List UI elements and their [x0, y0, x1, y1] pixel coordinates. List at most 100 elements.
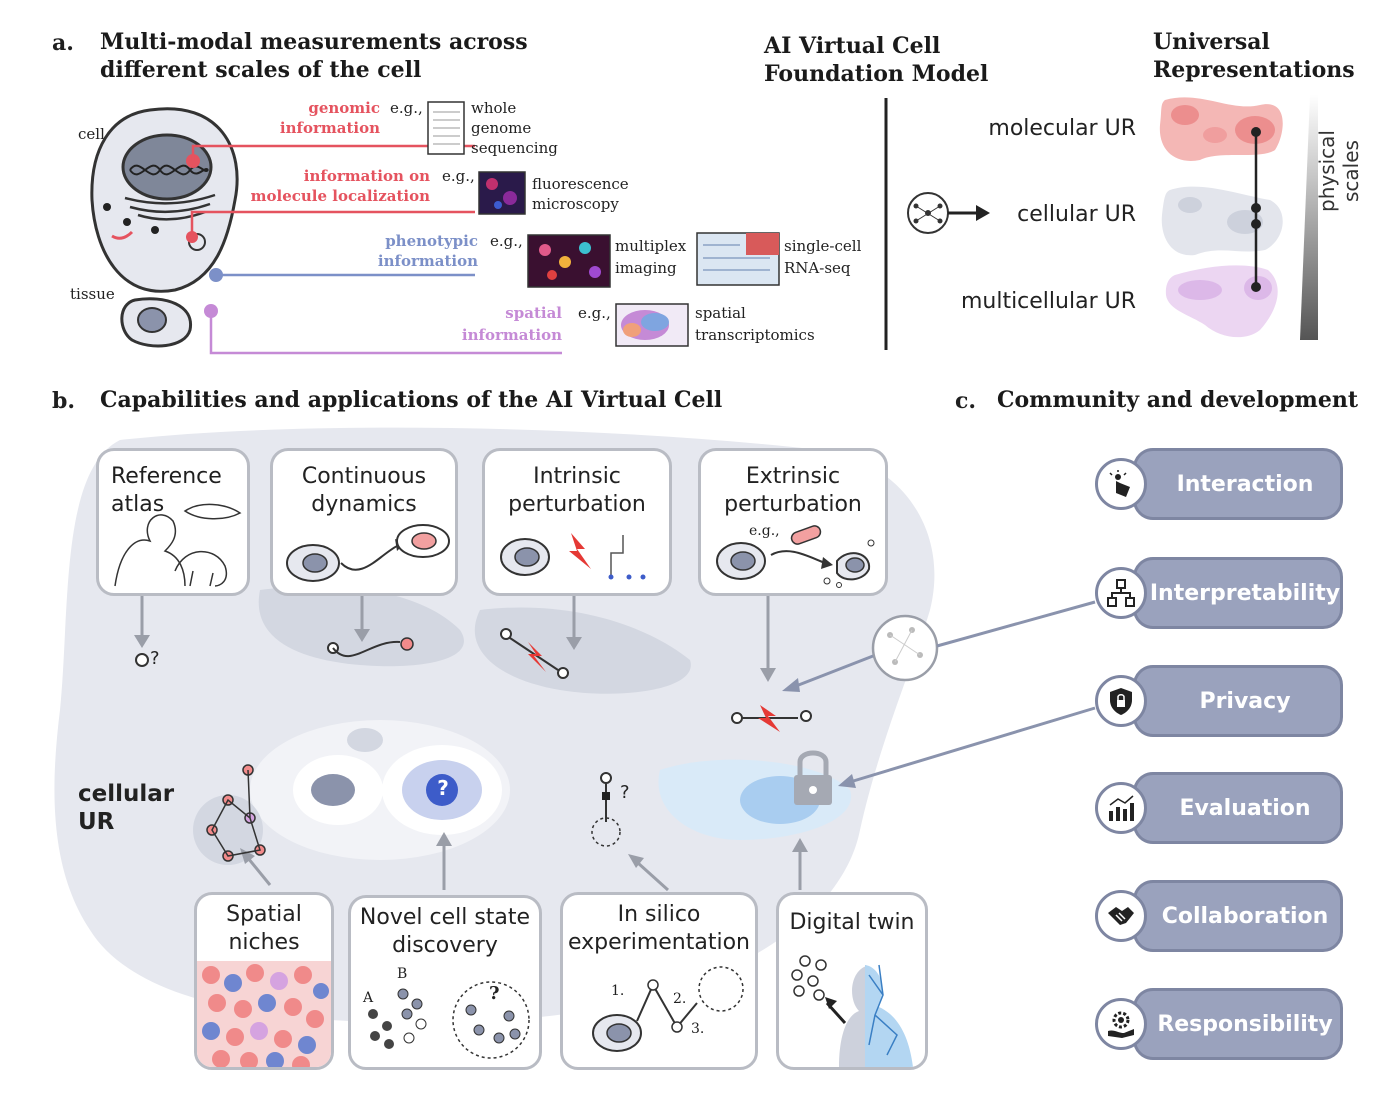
multicellular-ur-label: multicellular UR — [960, 289, 1136, 314]
shield-lock-icon — [1095, 675, 1147, 727]
card-continuous-dynamics[interactable]: Continuous dynamics — [270, 448, 458, 596]
collaboration-button[interactable]: Collaboration — [1133, 880, 1343, 952]
card-intrinsic-perturbation[interactable]: Intrinsic perturbation — [482, 448, 672, 596]
cell-diagram — [90, 95, 1318, 355]
panel-b-letter: b. — [52, 388, 76, 414]
card-title-line1: Novel cell state — [359, 905, 531, 930]
panel-a-title-2: different scales of the cell — [100, 57, 422, 83]
panel-a-letter: a. — [52, 30, 74, 56]
touch-icon — [1095, 458, 1147, 510]
evaluation-button[interactable]: Evaluation — [1133, 772, 1343, 844]
localization-label-2: molecule localization — [250, 187, 430, 205]
pill-label: Privacy — [1199, 688, 1291, 714]
multicellular-ur-blob — [1165, 265, 1278, 338]
tissue-image — [197, 961, 331, 1067]
card-extrinsic-perturbation[interactable]: Extrinsic perturbation e.g., — [698, 448, 888, 596]
cellular-ur-blob — [1161, 186, 1283, 256]
card-title-line2: niches — [228, 930, 300, 955]
panel-b-title: Capabilities and applications of the AI … — [100, 387, 723, 413]
card-spatial-niches[interactable]: Spatial niches — [194, 892, 334, 1070]
card-title-line1: Spatial — [226, 902, 302, 927]
card-title-line2: perturbation — [724, 492, 862, 517]
nucleus — [121, 133, 213, 201]
spatial-label-2: information — [461, 326, 562, 344]
physical-scales-label: physical scales — [1315, 130, 1363, 212]
pill-label: Evaluation — [1179, 795, 1311, 821]
phenotypic-label-1: phenotypic — [385, 232, 478, 250]
panel-c-title: Community and development — [997, 387, 1358, 413]
multiplex-label-2: imaging — [615, 259, 677, 277]
interpretability-button[interactable]: Interpretability — [1133, 557, 1343, 629]
genomic-eg: e.g., — [390, 99, 423, 117]
step-1-label: 1. — [611, 983, 625, 999]
cluster-b-label: B — [397, 966, 408, 982]
clusters-icon — [368, 981, 530, 1059]
localization-eg: e.g., — [442, 167, 475, 185]
cellular-ur-label: cellular UR — [1017, 202, 1136, 227]
spatial-eg: e.g., — [578, 304, 611, 322]
card-title-line1: In silico — [617, 902, 701, 927]
extrinsic-eg: e.g., — [749, 523, 780, 539]
scrna-label-1: single-cell — [784, 237, 862, 255]
spatial-tx-label-1: spatial — [695, 304, 746, 322]
card-title-line2: perturbation — [508, 492, 646, 517]
atlas-qmark: ? — [150, 648, 160, 669]
card-in-silico[interactable]: In silico experimentation 1. 2. 3. — [560, 892, 758, 1070]
interaction-button[interactable]: Interaction — [1133, 448, 1343, 520]
cellular-ur-tag-2: UR — [78, 809, 115, 835]
novel-qmark: ? — [489, 983, 500, 1004]
tissue-label: tissue — [70, 285, 115, 303]
ur-title-1: Universal — [1153, 29, 1270, 55]
card-title-line2: discovery — [392, 933, 498, 958]
digital-twin-icon — [791, 955, 913, 1067]
spatial-label-1: spatial — [505, 304, 562, 322]
localization-label-1: information on — [303, 167, 430, 185]
molecular-ur-label: molecular UR — [988, 116, 1136, 141]
spatial-tx-label-2: transcriptomics — [695, 326, 815, 344]
cellular-ur-tag-1: cellular — [78, 781, 175, 807]
privacy-button[interactable]: Privacy — [1133, 665, 1343, 737]
cluster-a-label: A — [363, 990, 374, 1006]
hierarchy-icon — [1095, 567, 1147, 619]
fluorescence-thumb — [478, 171, 526, 215]
gear-hand-icon — [1095, 998, 1147, 1050]
wgs-label-2: genome — [471, 119, 532, 137]
silico-path-icon — [592, 966, 744, 1052]
multiplex-label-1: multiplex — [615, 237, 687, 255]
card-title-line1: Digital twin — [789, 910, 915, 935]
pill-label: Interpretability — [1149, 580, 1341, 606]
card-title-line2: experimentation — [568, 930, 750, 955]
card-title-line2: dynamics — [311, 492, 417, 517]
card-title-line1: Continuous — [301, 464, 427, 489]
cell-label: cell — [78, 125, 105, 143]
discovery-qmark: ? — [437, 776, 449, 800]
ur-title-2: Representations — [1153, 57, 1355, 83]
card-digital-twin[interactable]: Digital twin — [776, 892, 928, 1070]
handshake-icon — [1095, 890, 1147, 942]
card-title-line2: atlas — [111, 492, 165, 517]
network-graph-icon — [871, 614, 939, 682]
wgs-label-3: sequencing — [471, 139, 558, 157]
intrinsic-icon — [500, 533, 646, 580]
responsibility-button[interactable]: Responsibility — [1133, 988, 1343, 1060]
card-novel-cell-state[interactable]: Novel cell state discovery A B ? — [348, 895, 542, 1070]
step-3-label: 3. — [691, 1021, 705, 1037]
panel-a-title-1: Multi-modal measurements across — [100, 29, 528, 55]
panel-c-letter: c. — [955, 388, 977, 414]
pill-label: Responsibility — [1157, 1011, 1333, 1037]
model-title-2: Foundation Model — [764, 61, 989, 87]
wgs-label-1: whole — [471, 99, 517, 117]
card-title-line1: Reference — [111, 464, 222, 489]
fluorescence-label-2: microscopy — [532, 195, 619, 213]
scale-triangle — [1300, 95, 1318, 340]
silico-qmark: ? — [620, 782, 630, 803]
fluorescence-label-1: fluorescence — [532, 175, 629, 193]
pill-label: Interaction — [1176, 471, 1314, 497]
card-title-line1: Extrinsic — [745, 464, 841, 489]
card-reference-atlas[interactable]: Reference atlas — [96, 448, 250, 596]
pill-label: Collaboration — [1161, 903, 1329, 929]
model-title-1: AI Virtual Cell — [764, 33, 941, 59]
organisms-icon — [114, 503, 242, 587]
dynamics-icon — [286, 524, 450, 582]
bar-chart-icon — [1095, 782, 1147, 834]
